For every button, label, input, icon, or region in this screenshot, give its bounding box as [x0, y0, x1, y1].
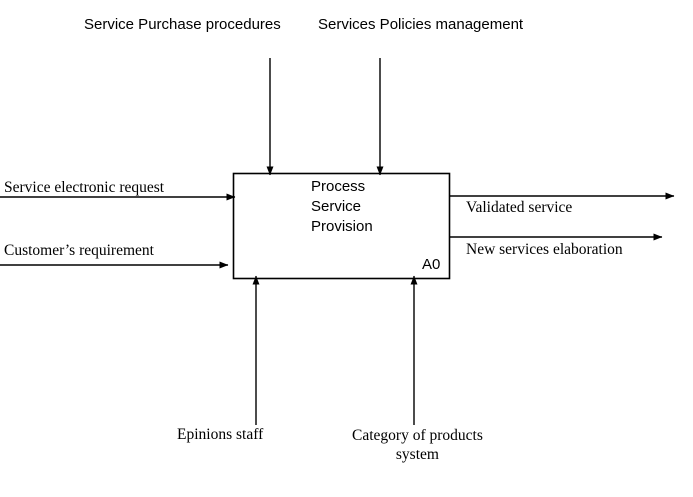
activity-box [232, 172, 451, 280]
control-label-services-policies-management: Services Policies management [318, 16, 524, 33]
output-label-validated-service: Validated service [466, 199, 573, 216]
mechanism-label-category-of-products-system: Category of products system [352, 427, 483, 464]
control-label-service-purchase-procedures: Service Purchase procedures [84, 16, 281, 33]
activity-box-node-id: A0 [422, 256, 441, 273]
mechanism-label-epinions-staff: Epinions staff [177, 426, 264, 443]
output-label-new-services-elaboration: New services elaboration [466, 241, 623, 258]
activity-box-label: Process Service Provision [311, 178, 373, 235]
input-label-service-electronic-request: Service electronic request [4, 179, 165, 196]
input-label-customers-requirement: Customer’s requirement [4, 242, 154, 259]
